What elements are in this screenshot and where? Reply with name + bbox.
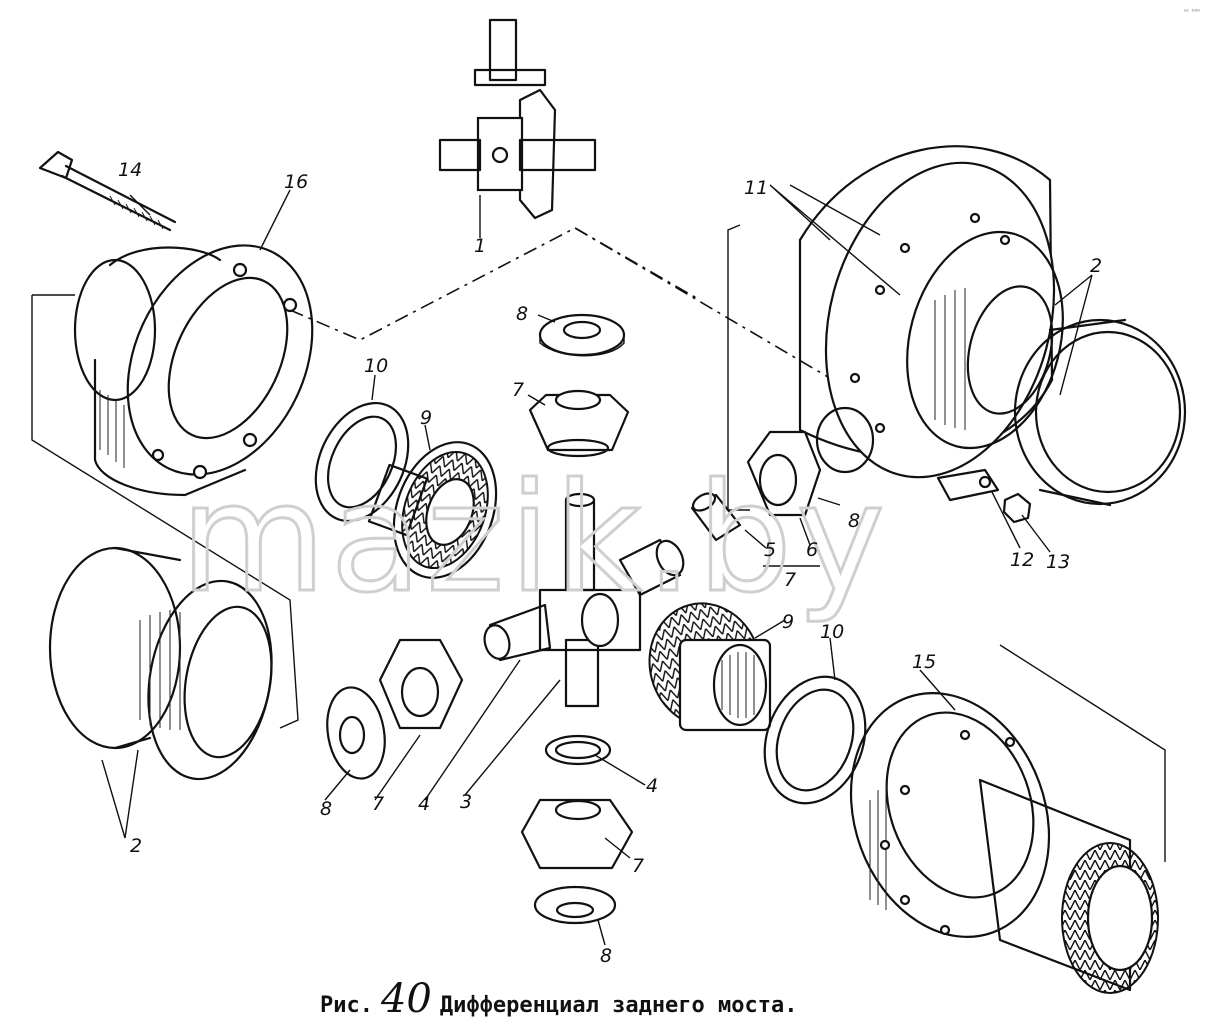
- label-10-right: 10: [820, 621, 844, 643]
- part-8-washer-top: [538, 313, 626, 357]
- part-13-nut: [1002, 492, 1032, 524]
- caption-figure-number: 40: [380, 976, 432, 1022]
- part-4-washer-center: [544, 734, 612, 766]
- part-16-housing: [73, 244, 314, 497]
- label-7-left: 7: [372, 793, 384, 815]
- label-7-bottom: 7: [632, 855, 644, 877]
- label-4-right: 4: [646, 775, 658, 797]
- part-2-right-bearing-race: [1013, 318, 1187, 507]
- label-5: 5: [764, 539, 776, 561]
- part-7-pinion-bottom: [520, 798, 634, 870]
- axis-lines: [289, 227, 851, 391]
- watermark: mazik.by: [180, 452, 889, 626]
- label-11: 11: [744, 177, 768, 199]
- label-13: 13: [1046, 551, 1070, 573]
- label-7-right: 7: [784, 569, 796, 591]
- part-8-washer-left: [326, 686, 386, 780]
- label-12: 12: [1010, 549, 1034, 571]
- part-3-cross: [483, 492, 685, 708]
- figure-caption: Рис. 40 Дифференциал заднего моста.: [320, 976, 960, 1026]
- label-7-top: 7: [512, 379, 524, 401]
- part-6-pinion-right: [746, 430, 822, 517]
- label-4-left: 4: [418, 793, 430, 815]
- label-3: 3: [460, 791, 472, 813]
- part-14-bolt: [38, 150, 177, 232]
- caption-prefix: Рис.: [320, 993, 373, 1018]
- label-9-right: 9: [782, 611, 794, 633]
- leader-lines: [101, 184, 1093, 946]
- part-10-left-washer: [314, 401, 410, 523]
- part-10-right-washer: [763, 675, 867, 805]
- part-2-left-bearing: [31, 294, 299, 781]
- part-9-left-side-gear: [367, 441, 498, 579]
- corner-mark: ᵃᶜ ⁰⁰⁰: [1184, 8, 1200, 16]
- label-15: 15: [912, 651, 936, 673]
- label-10-left: 10: [364, 355, 388, 377]
- label-14: 14: [118, 159, 142, 181]
- part-12-lock-plate: [936, 468, 1000, 502]
- part-11-ring-gear: [727, 145, 1064, 511]
- label-8-right: 8: [848, 510, 860, 532]
- part-7-pinion-left: [378, 638, 464, 730]
- label-9-left: 9: [420, 407, 432, 429]
- label-2-left: 2: [130, 835, 142, 857]
- label-8-top: 8: [516, 303, 528, 325]
- part-5-bush: [690, 492, 742, 542]
- label-8-bottom: 8: [600, 945, 612, 967]
- part-9-right-side-gear: [648, 602, 772, 732]
- label-6: 6: [806, 539, 818, 561]
- label-1: 1: [474, 235, 486, 257]
- callout-labels: 1 2 2 3 4 4 5 6 7 7 7 7 8 8 8 8 9 9 10 1…: [118, 159, 1102, 967]
- label-2-right: 2: [1090, 255, 1102, 277]
- label-8-left: 8: [320, 798, 332, 820]
- part-8-washer-bottom: [533, 885, 617, 925]
- part-1-assembly: [438, 18, 597, 238]
- part-7-pinion-top: [528, 389, 630, 458]
- label-16: 16: [284, 171, 308, 193]
- caption-title: Дифференциал заднего моста.: [439, 993, 798, 1018]
- part-15-housing-shaft: [849, 644, 1166, 994]
